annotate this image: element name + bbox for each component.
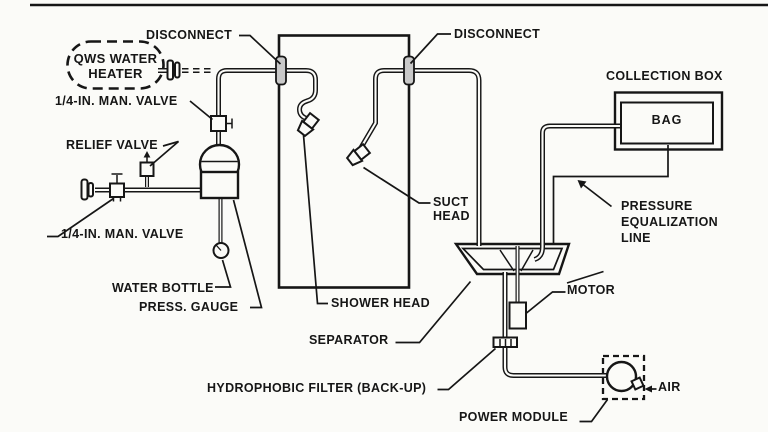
label-man-valve-top: 1/4-IN. MAN. VALVE — [55, 94, 178, 108]
feed-line-qd-fitting — [80, 178, 94, 201]
heater-disconnect-fitting — [166, 59, 181, 81]
label-disconnect-left: DISCONNECT — [146, 28, 233, 42]
label-shower-head: SHOWER HEAD — [331, 296, 430, 310]
separator-to-bag-pipe — [533, 123, 620, 262]
pressure-equalization-line-path — [552, 145, 669, 243]
label-qws-water-heater: QWS WATER HEATER — [73, 51, 158, 81]
label-relief-valve: RELIEF VALVE — [66, 138, 158, 152]
label-man-valve-bottom: 1/4-IN. MAN. VALVE — [61, 227, 184, 241]
water-bottle-shape — [198, 143, 241, 200]
pressure-gauge-shape — [212, 242, 230, 259]
label-motor: MOTOR — [567, 283, 616, 297]
label-air: AIR — [658, 380, 681, 394]
label-water-bottle: WATER BOTTLE — [112, 281, 214, 295]
label-bag: BAG — [651, 113, 683, 127]
supply-main-pipe — [216, 68, 277, 147]
shower-hose — [285, 68, 318, 123]
suction-line-pipe — [413, 68, 482, 246]
gas-outlet-pipe-lower — [502, 346, 609, 378]
collection-box-shape — [613, 91, 724, 151]
label-suct-head: SUCT HEAD — [433, 195, 470, 223]
label-collection-box: COLLECTION BOX — [606, 69, 723, 83]
shower-head-nozzle — [296, 111, 321, 138]
label-pressure-equalization-line: PRESSURE EQUALIZATION LINE — [621, 199, 719, 245]
suction-hose — [356, 68, 405, 153]
label-separator: SEPARATOR — [309, 333, 389, 347]
separator-shape — [453, 242, 571, 276]
shower-enclosure — [277, 34, 411, 289]
disconnect-fitting-left — [275, 55, 287, 86]
leader-lines — [47, 33, 657, 423]
label-disconnect-right: DISCONNECT — [454, 27, 541, 41]
manual-valve-bottom — [109, 173, 125, 202]
label-hydrophobic-filter: HYDROPHOBIC FILTER (BACK-UP) — [207, 381, 427, 395]
manual-valve-top — [210, 115, 233, 132]
qws-water-heater-shape — [66, 40, 165, 90]
power-module-shape — [601, 354, 646, 401]
suction-head-nozzle — [345, 142, 372, 167]
label-power-module: POWER MODULE — [459, 410, 569, 424]
label-press-gauge: PRESS. GAUGE — [139, 300, 239, 314]
motor-shape — [508, 301, 527, 330]
relief-valve-shape — [139, 151, 155, 177]
hydrophobic-filter-shape — [492, 336, 518, 348]
